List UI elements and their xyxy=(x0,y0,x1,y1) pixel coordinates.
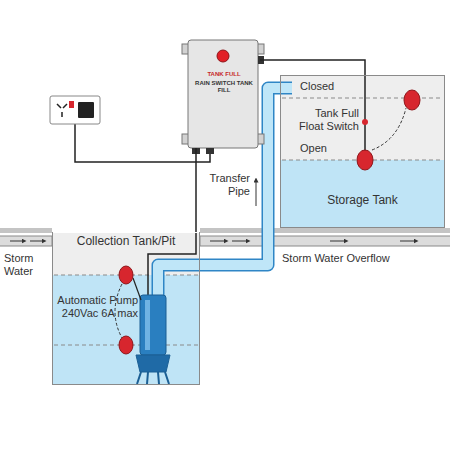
outlet xyxy=(57,104,67,117)
signal-wire xyxy=(260,60,365,75)
tank-name: Storage Tank xyxy=(285,194,440,208)
float-swing xyxy=(372,108,406,150)
pump-float-low xyxy=(119,336,133,354)
part-label: Tank Full Float Switch xyxy=(293,107,359,132)
pump-highlight xyxy=(145,300,150,350)
overflow-pipe xyxy=(200,236,450,246)
indicator-light xyxy=(217,50,229,62)
label-holder: Open xyxy=(300,142,340,155)
level-label: Open xyxy=(300,142,340,155)
label-holder: Closed xyxy=(300,80,350,93)
flow-arrow xyxy=(330,241,346,242)
tank-name: Collection Tank/Pit xyxy=(57,235,195,249)
pump-feet xyxy=(137,372,169,384)
power-socket xyxy=(50,96,100,124)
storm-pipe xyxy=(0,236,52,246)
cable-gland xyxy=(206,148,214,154)
flow-arrow xyxy=(400,241,416,242)
flow-arrow xyxy=(232,241,248,242)
switch-float xyxy=(357,150,373,170)
label-holder: Transfer Pipe xyxy=(204,172,250,197)
switch-cable xyxy=(364,75,366,151)
switch-float-closed xyxy=(404,90,420,110)
pit-water xyxy=(53,275,199,384)
flow-arrow xyxy=(256,180,257,206)
ground xyxy=(200,228,450,233)
control-box xyxy=(188,40,258,148)
label-holder: Storm Water xyxy=(4,252,50,277)
panel-text: TANK FULL xyxy=(191,71,257,78)
flow-label: Storm Water xyxy=(4,252,50,277)
flow-arrow xyxy=(10,241,24,242)
panel-text: RAIN SWITCH TANK FILL xyxy=(191,80,257,94)
flow-label: Storm Water Overflow xyxy=(282,252,442,265)
level-label: Closed xyxy=(300,80,350,93)
signal-wire xyxy=(195,148,197,232)
tank-air xyxy=(281,76,444,160)
flow-arrow xyxy=(210,241,226,242)
control-box: TANK FULL RAIN SWITCH TANK FILL xyxy=(188,40,260,148)
pipe-label: Transfer Pipe xyxy=(204,172,250,197)
label-holder: Storm Water Overflow xyxy=(282,252,442,265)
part-label: Automatic Pump 240Vac 6A max xyxy=(56,294,138,319)
switch-pivot xyxy=(362,119,368,125)
pump-base xyxy=(136,355,170,372)
socket-switch xyxy=(69,101,74,108)
power-cord xyxy=(75,124,210,162)
label-holder: Tank Full Float Switch xyxy=(293,107,359,132)
outlet-plug xyxy=(78,102,94,118)
pump-float xyxy=(119,266,133,284)
ground xyxy=(0,228,52,233)
label-holder: Automatic Pump 240Vac 6A max xyxy=(56,294,138,319)
flow-arrow xyxy=(30,241,44,242)
pump-body xyxy=(140,295,166,355)
